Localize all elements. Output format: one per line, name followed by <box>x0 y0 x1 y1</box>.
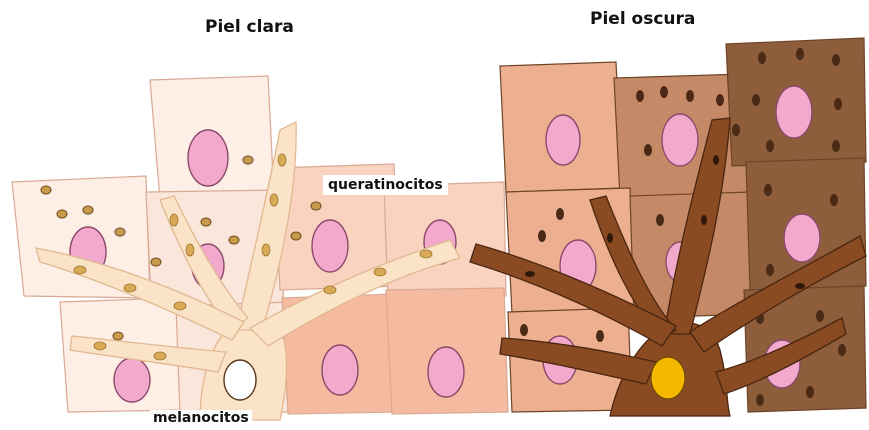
melanosome <box>838 344 846 356</box>
nucleus <box>322 345 358 395</box>
melanosome <box>644 144 652 156</box>
melanosome <box>830 194 838 206</box>
nucleus <box>662 114 698 166</box>
melanosome <box>278 154 286 166</box>
melanosome <box>766 264 774 276</box>
melanosome <box>596 330 604 342</box>
melanosome <box>713 155 719 165</box>
melanosome <box>41 186 51 194</box>
melanosome <box>832 140 840 152</box>
melanosome <box>795 283 805 289</box>
melanosome <box>291 232 301 240</box>
melanocyte-nucleus <box>224 360 256 400</box>
melanosome <box>262 244 270 256</box>
melanosome <box>229 236 239 244</box>
melanosome <box>174 302 186 310</box>
melanosome <box>538 230 546 242</box>
melanosome <box>701 215 707 225</box>
melanosome <box>201 218 211 226</box>
melanosome <box>525 271 535 277</box>
melanosome <box>756 394 764 406</box>
light-skin-label: Piel clara <box>205 17 294 37</box>
melanosome <box>686 90 694 102</box>
melanosome <box>57 210 67 218</box>
dark-skin-section <box>470 38 866 416</box>
melanosome <box>732 124 740 136</box>
melanosome <box>83 206 93 214</box>
melanosome <box>186 244 194 256</box>
melanosome <box>806 386 814 398</box>
melanosome <box>520 324 528 336</box>
melanosome <box>556 208 564 220</box>
melanosome <box>832 54 840 66</box>
nucleus <box>114 358 150 402</box>
melanosome <box>636 90 644 102</box>
melanosome <box>115 228 125 236</box>
melanocytes-label: melanocitos <box>150 410 252 426</box>
nucleus <box>784 214 820 262</box>
melanosome <box>151 258 161 266</box>
nucleus <box>428 347 464 397</box>
melanosome <box>656 214 664 226</box>
melanosome <box>758 52 766 64</box>
melanosome <box>170 214 178 226</box>
nucleus <box>546 115 580 165</box>
light-skin-section <box>12 76 508 420</box>
melanosome <box>243 156 253 164</box>
melanosome <box>716 94 724 106</box>
melanosome <box>94 342 106 350</box>
dark-skin-label: Piel oscura <box>590 9 695 29</box>
melanosome <box>816 310 824 322</box>
nucleus <box>776 86 812 138</box>
melanosome <box>420 250 432 258</box>
melanosome <box>660 86 668 98</box>
melanosome <box>113 332 123 340</box>
nucleus <box>188 130 228 186</box>
melanosome <box>764 184 772 196</box>
melanosome <box>374 268 386 276</box>
keratinocytes-label: queratinocitos <box>323 175 448 195</box>
melanosome <box>154 352 166 360</box>
melanosome <box>834 98 842 110</box>
melanosome <box>324 286 336 294</box>
melanocyte-nucleus <box>651 357 685 399</box>
melanosome <box>74 266 86 274</box>
melanosome <box>124 284 136 292</box>
melanosome <box>311 202 321 210</box>
melanosome <box>796 48 804 60</box>
melanosome <box>607 233 613 243</box>
melanosome <box>752 94 760 106</box>
melanosome <box>766 140 774 152</box>
melanosome <box>270 194 278 206</box>
nucleus <box>312 220 348 272</box>
